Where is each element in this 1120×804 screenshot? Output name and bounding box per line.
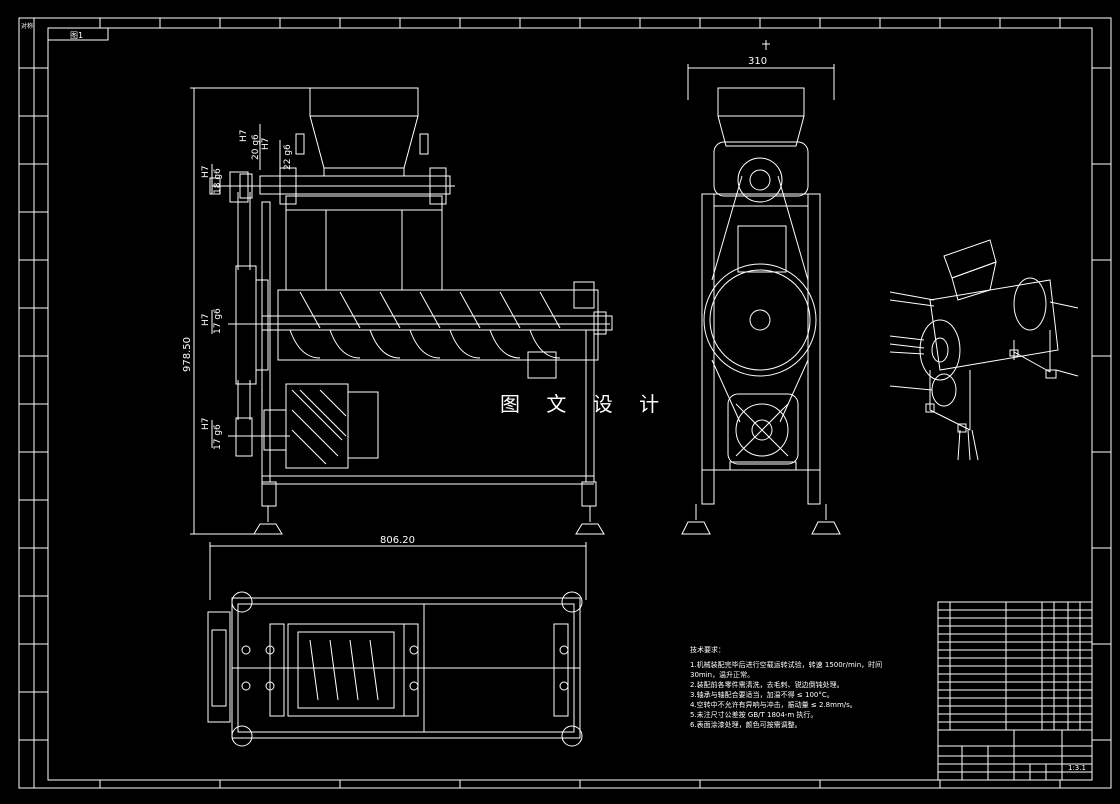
- fit-label-4: H7: [201, 314, 211, 327]
- top-width-dimension: 806.20: [380, 535, 415, 546]
- shaft-label-17a: 17 g6: [213, 308, 223, 334]
- zone-ticks-top: [99, 18, 1061, 788]
- fit-label-1: H7: [201, 166, 211, 179]
- shaft-label-20: 20 g6: [251, 134, 261, 160]
- notes-line: 2.装配前各零件需清洗，去毛刺、锐边倒钝处理。: [690, 680, 844, 689]
- corner-label: 对称: [21, 22, 33, 30]
- technical-notes: 技术要求： 1.机械装配完毕后进行空载运转试验，转速 1500r/min，时间 …: [690, 645, 882, 729]
- top-view: [207, 542, 587, 747]
- notes-line: 5.未注尺寸公差按 GB/T 1804-m 执行。: [690, 710, 817, 719]
- side-width-dimension: 310: [748, 56, 767, 67]
- drawing-number: 1:3.1: [1068, 764, 1086, 772]
- notes-line: 3.轴承与轴配合要适当，加温不得 ≤ 100°C。: [690, 690, 834, 699]
- fit-label-2: H7: [239, 130, 249, 143]
- iso-leaders: [889, 291, 1079, 461]
- notes-line: 1.机械装配完毕后进行空载运转试验，转速 1500r/min，时间: [690, 660, 882, 669]
- shaft-label-17b: 17 g6: [213, 424, 223, 450]
- sheet-tag: 图1: [70, 31, 83, 40]
- notes-heading: 技术要求：: [690, 645, 725, 654]
- sheet-tag-box: [47, 27, 109, 41]
- fit-label-3: H7: [261, 138, 271, 151]
- front-height-dimension: 978.50: [182, 337, 193, 372]
- notes-line: 6.表面涂漆处理，颜色可按需调整。: [690, 720, 802, 729]
- isometric-view: [889, 239, 1079, 461]
- notes-line: 30min，温升正常。: [690, 670, 754, 679]
- parts-list: [937, 601, 1093, 731]
- outer-frame: [18, 17, 1112, 789]
- zone-ticks-right: [1092, 67, 1111, 741]
- side-view: [681, 40, 841, 535]
- front-view: [190, 87, 613, 535]
- zone-ticks-left: [19, 18, 48, 788]
- fit-label-5: H7: [201, 418, 211, 431]
- notes-line: 4.空转中不允许有异响与冲击，振动量 ≤ 2.8mm/s。: [690, 700, 857, 709]
- watermark-text: 图 文 设 计: [500, 392, 670, 416]
- shaft-label-18: 18 g6: [213, 168, 223, 194]
- shaft-label-22: 22 g6: [283, 144, 293, 170]
- title-block: [937, 729, 1093, 781]
